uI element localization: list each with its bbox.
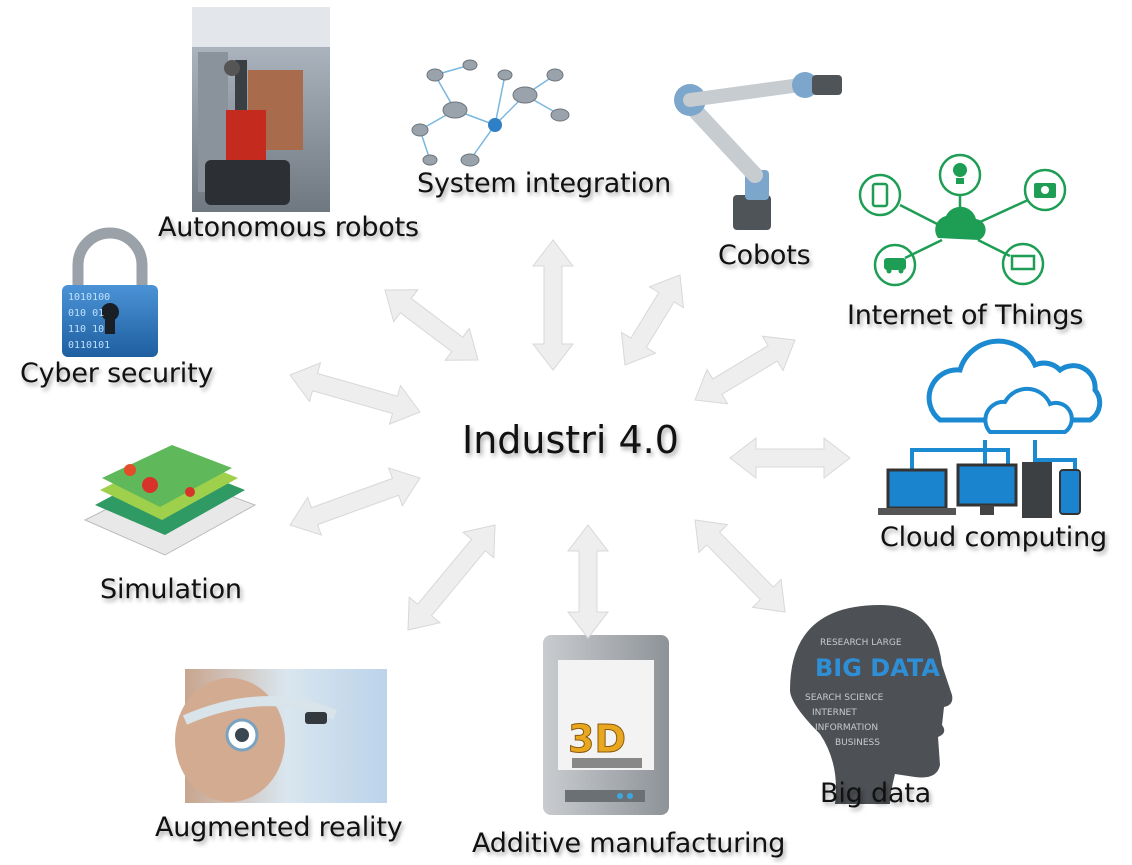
simulation-terrain <box>83 445 257 556</box>
label-cobots: Cobots <box>718 240 811 271</box>
label-augmented-reality: Augmented reality <box>155 812 403 843</box>
arrow-autonomous-robots <box>384 289 479 361</box>
autonomous-robot-photo <box>192 7 330 212</box>
arrow-cloud-computing <box>729 436 851 480</box>
svg-text:BUSINESS: BUSINESS <box>835 738 880 748</box>
cobot-arm <box>674 72 842 230</box>
network-nodes <box>411 59 570 167</box>
svg-text:0110101: 0110101 <box>68 340 110 351</box>
svg-text:010 01: 010 01 <box>68 308 104 319</box>
svg-text:110 10: 110 10 <box>68 324 104 335</box>
arrow-big-data <box>694 519 786 613</box>
arrow-system-integration <box>531 239 575 371</box>
svg-text:SEARCH SCIENCE: SEARCH SCIENCE <box>805 693 884 703</box>
center-title: Industri 4.0 <box>462 418 679 462</box>
cloud-computing-diagram <box>878 338 1103 518</box>
label-cyber-security: Cyber security <box>20 358 214 389</box>
iot-icons <box>871 163 1056 274</box>
arrow-internet-of-things <box>694 335 796 405</box>
3d-printer: 3D <box>543 635 669 815</box>
arrow-cobots <box>620 274 685 366</box>
label-big-data: Big data <box>820 778 931 809</box>
label-simulation: Simulation <box>100 574 242 605</box>
big-data-word: BIG DATA <box>815 654 940 682</box>
big-data-head: RESEARCH LARGE SEARCH SCIENCE INTERNET I… <box>790 605 953 804</box>
augmented-reality-photo <box>175 669 387 803</box>
label-internet-of-things: Internet of Things <box>847 300 1084 331</box>
lock-icon: 1010100 010 01 110 10 0110101 <box>62 227 158 357</box>
arrow-additive-manufacturing <box>566 524 610 639</box>
svg-text:1010100: 1010100 <box>68 292 110 303</box>
arrow-cyber-security <box>289 362 421 425</box>
svg-text:RESEARCH LARGE: RESEARCH LARGE <box>820 638 902 648</box>
label-additive-manufacturing: Additive manufacturing <box>472 828 786 859</box>
label-autonomous-robots: Autonomous robots <box>158 212 419 243</box>
svg-text:INFORMATION: INFORMATION <box>815 723 878 733</box>
label-system-integration: System integration <box>417 168 671 199</box>
label-cloud-computing: Cloud computing <box>880 522 1107 553</box>
svg-text:INTERNET: INTERNET <box>812 708 857 718</box>
arrow-augmented-reality <box>407 524 496 631</box>
arrow-simulation <box>289 467 421 536</box>
printer-3d-text: 3D <box>568 717 626 761</box>
